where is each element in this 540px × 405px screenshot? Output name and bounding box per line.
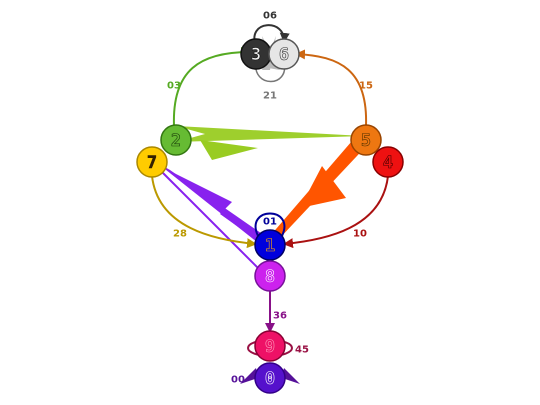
edge-label-45: 45 bbox=[295, 345, 309, 356]
node-2-label: 2 bbox=[171, 131, 181, 151]
edge-2-3 bbox=[172, 47, 251, 127]
edge-label-10: 10 bbox=[353, 229, 367, 240]
node-9: 9 bbox=[254, 330, 286, 362]
edge-label-21: 21 bbox=[263, 91, 277, 102]
node-6: 6 bbox=[268, 38, 300, 70]
edge-5-6 bbox=[295, 49, 368, 127]
node-0-label: 0 bbox=[265, 369, 275, 389]
node-2: 2 bbox=[160, 124, 192, 156]
edge-label-03: 03 bbox=[167, 81, 181, 92]
edge-7-1 bbox=[151, 175, 257, 249]
node-8-label: 8 bbox=[265, 267, 275, 287]
node-5-label: 5 bbox=[361, 131, 371, 151]
edge-label-00: 00 bbox=[231, 375, 245, 386]
node-8: 8 bbox=[254, 260, 286, 292]
node-1-label: 1 bbox=[265, 236, 275, 256]
node-1: 1 bbox=[254, 229, 286, 261]
node-0: 0 bbox=[254, 362, 286, 394]
edge-1-loop bbox=[254, 212, 286, 237]
edge-5-1-wedge-arrow bbox=[300, 166, 346, 208]
edge-label-15: 15 bbox=[359, 81, 373, 92]
node-4: 4 bbox=[372, 146, 404, 178]
node-4-label: 4 bbox=[383, 153, 393, 173]
node-6-label: 6 bbox=[279, 45, 289, 65]
edge-2-5-wedge-arrow bbox=[200, 140, 258, 160]
edge-labels: 06 21 03 15 28 10 01 36 45 00 bbox=[167, 11, 373, 386]
node-9-label: 9 bbox=[265, 337, 275, 357]
node-3: 3 bbox=[240, 38, 272, 70]
node-7: 7 bbox=[136, 146, 168, 178]
edge-2-5-wedge bbox=[176, 126, 364, 142]
edge-label-28: 28 bbox=[173, 229, 187, 240]
node-7-label: 7 bbox=[147, 153, 157, 173]
edge-7-1-wedge-arrow bbox=[168, 170, 248, 234]
edge-curves bbox=[151, 24, 389, 384]
node-5: 5 bbox=[350, 124, 382, 156]
edge-0-wedge-left bbox=[240, 368, 258, 384]
edge-label-01: 01 bbox=[263, 217, 277, 228]
edge-7-8-line bbox=[159, 169, 263, 273]
edge-4-1 bbox=[283, 175, 389, 249]
edge-wedges bbox=[156, 36, 372, 273]
node-3-label: 3 bbox=[251, 45, 261, 65]
edge-label-36: 36 bbox=[273, 311, 287, 322]
edge-0-wedge-right bbox=[282, 368, 300, 384]
edge-label-06: 06 bbox=[263, 11, 277, 22]
